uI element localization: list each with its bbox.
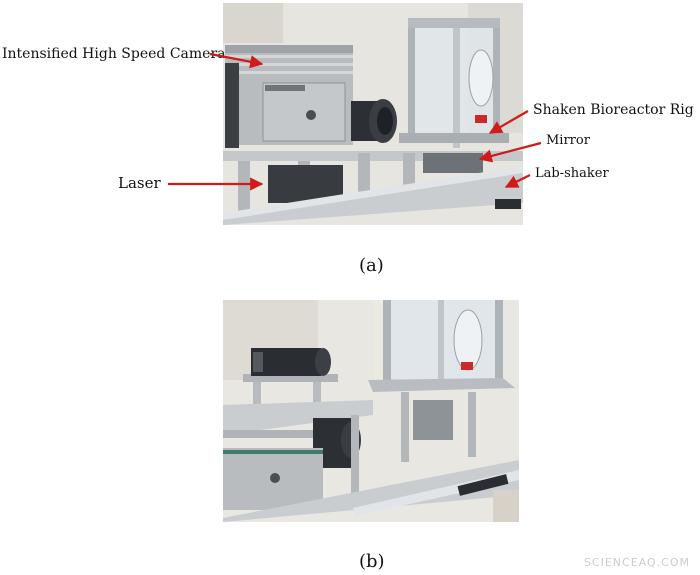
label-shaken-bioreactor-rig: Shaken Bioreactor Rig [533,102,694,118]
label-mirror: Mirror [546,133,590,148]
shaker-platform [223,151,523,225]
camera-on-shelf [243,348,338,412]
camera-lens [351,99,397,143]
photo-b-drawing [223,300,519,522]
bioreactor-rig-b [368,300,515,462]
watermark: SCIENCEAQ.COM [583,556,690,569]
label-intensified-high-speed-camera: Intensified High Speed Camera [2,46,226,62]
photo-a-drawing [223,3,523,225]
label-laser: Laser [118,174,161,192]
label-lab-shaker: Lab-shaker [535,166,609,181]
caption-panel-b: (b) [359,551,385,572]
bioreactor-rig [399,18,509,148]
shaker-base-b [223,460,519,522]
camera-body [225,45,353,148]
photo-panel-a [223,3,523,225]
photo-panel-b [223,300,519,522]
optics-plate [223,400,373,510]
caption-panel-a: (a) [359,255,384,276]
